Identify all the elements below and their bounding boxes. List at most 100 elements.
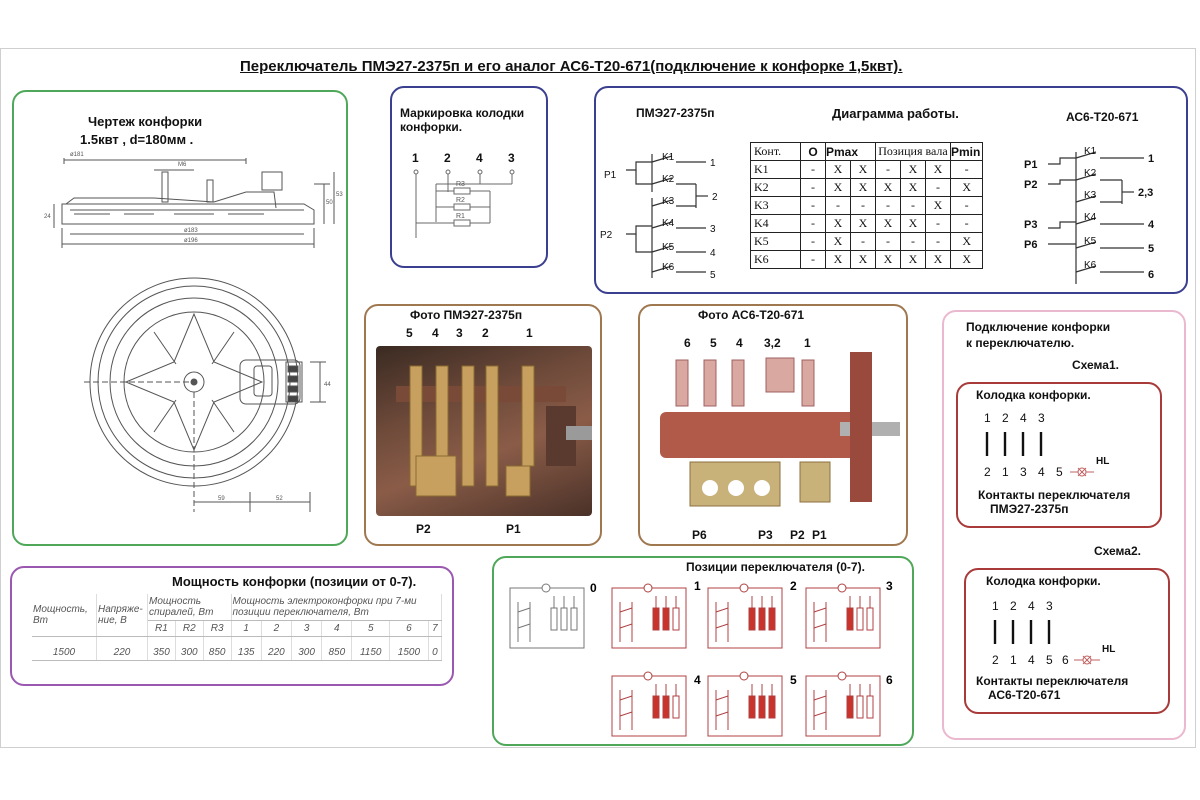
scheme1-top-terminal: 3 (1038, 411, 1045, 425)
table-row-contact: K3 (750, 196, 801, 215)
resist-col-head: Мощность спиралей, Вт (147, 594, 232, 621)
table-head-off: О (800, 142, 826, 161)
left-n-label: 2 (712, 192, 718, 203)
level-value: 850 (321, 636, 353, 661)
photo-ac6-bottom-label: P3 (758, 528, 773, 542)
power-heading: Мощность конфорки (позиции от 0-7). (172, 574, 417, 589)
table-cell: - (900, 232, 926, 251)
scheme2-bottom-contact: 6 (1062, 653, 1069, 667)
level-value: 220 (261, 636, 292, 661)
scheme2-top-terminal: 2 (1010, 599, 1017, 613)
position-diagram-6 (805, 671, 881, 737)
table-cell: - (925, 214, 951, 233)
position-label: 3 (886, 579, 893, 593)
table-row-contact: K4 (750, 214, 801, 233)
scheme2-bottom-contact: 1 (1010, 653, 1017, 667)
work-diagram-heading: Диаграмма работы. (832, 106, 959, 121)
table-cell: - (800, 160, 826, 179)
photo-ac6-top-number: 5 (710, 336, 717, 350)
photo-pme-top-number: 5 (406, 326, 413, 340)
table-cell: X (825, 250, 851, 269)
level-head: 6 (389, 620, 429, 637)
table-cell: X (900, 178, 926, 197)
resist-head: R1 (147, 620, 176, 637)
dim-d181: ø181 (70, 152, 84, 158)
position-diagram-2 (707, 583, 783, 649)
table-cell: - (825, 196, 851, 215)
hotplate-drawing-panel: Чертеж конфорки 1.5квт , d=180мм . (12, 90, 348, 546)
connection-panel: Подключение конфорки к переключателю. Сх… (942, 310, 1186, 740)
scheme1-bottom-contact: 1 (1002, 465, 1009, 479)
level-head: 5 (351, 620, 391, 637)
left-n-label: 5 (710, 270, 716, 281)
right-n-label: 4 (1148, 219, 1155, 231)
marking-terminal: 2 (444, 151, 451, 165)
level-head: 2 (261, 620, 292, 637)
right-switch-label: АС6-Т20-671 (1066, 110, 1139, 124)
scheme1-bottom-contact: 4 (1038, 465, 1045, 479)
photo-ac6-top-number: 1 (804, 336, 811, 350)
marking-terminal: 3 (508, 151, 515, 165)
table-cell: X (850, 214, 876, 233)
position-label: 6 (886, 673, 893, 687)
marking-resistor: R2 (456, 197, 465, 204)
right-k-label: K6 (1084, 260, 1097, 271)
table-cell: - (875, 196, 901, 215)
level-value: 300 (291, 636, 323, 661)
right-n-label: 6 (1148, 269, 1154, 281)
hotplate-heading-line1: Чертеж конфорки (88, 114, 203, 129)
levels-col-head: Мощность электроконфорки при 7-ми позици… (231, 594, 443, 621)
table-cell: - (800, 250, 826, 269)
resist-value: 300 (175, 636, 204, 661)
left-k-label: K6 (662, 262, 675, 273)
table-cell: X (850, 178, 876, 197)
table-cell: X (850, 250, 876, 269)
table-row-contact: K1 (750, 160, 801, 179)
photo-ac6-top-number: 4 (736, 336, 743, 350)
table-cell: X (949, 250, 984, 269)
table-cell: X (925, 196, 951, 215)
position-label: 4 (694, 673, 701, 687)
photo-pme-bottom-label: P1 (506, 522, 521, 536)
table-cell: - (800, 232, 826, 251)
table-cell: - (800, 196, 826, 215)
scheme2-hl-label: HL (1102, 644, 1115, 655)
scheme2-contacts-line1: Контакты переключателя (976, 674, 1129, 688)
scheme1-top-terminal: 1 (984, 411, 991, 425)
positions-heading: Позиции переключателя (0-7). (686, 560, 865, 574)
table-cell: - (850, 196, 876, 215)
photo-pme-top-number: 2 (482, 326, 489, 340)
scheme1-bottom-contact: 5 (1056, 465, 1063, 479)
table-cell: - (850, 232, 876, 251)
power-col-head: Мощность, Вт (32, 594, 97, 637)
resist-value: 850 (203, 636, 232, 661)
dim-59: 59 (218, 496, 225, 502)
photo-ac6-bottom-label: P6 (692, 528, 707, 542)
scheme2-top-terminal: 1 (992, 599, 999, 613)
marking-heading-line2: конфорки. (400, 120, 463, 134)
left-n-label: 3 (710, 224, 716, 235)
marking-terminal: 4 (476, 151, 483, 165)
table-cell: X (949, 232, 984, 251)
scheme2-contacts-line2: АС6-Т20-671 (988, 688, 1061, 702)
right-k-label: K5 (1084, 236, 1097, 247)
scheme1-contacts-line2: ПМЭ27-2375п (990, 502, 1069, 516)
table-cell: - (900, 196, 926, 215)
table-cell: - (800, 178, 826, 197)
marking-resistor: R1 (456, 213, 465, 220)
scheme1-hl-label: HL (1096, 456, 1109, 467)
left-n-label: 4 (710, 248, 716, 259)
scheme1-bottom-contact: 2 (984, 465, 991, 479)
right-n-label: 2,3 (1138, 187, 1153, 199)
scheme1-contacts-line1: Контакты переключателя (978, 488, 1131, 502)
table-cell: X (825, 178, 851, 197)
table-cell: - (925, 178, 951, 197)
connection-heading-line2: к переключателю. (966, 336, 1075, 350)
photo-ac6-heading: Фото АС6-Т20-671 (698, 308, 805, 322)
position-diagram-1 (611, 583, 687, 649)
table-head-shaft-position: Позиция вала (875, 142, 951, 161)
table-cell: X (925, 250, 951, 269)
photo-ac6-top-number: 6 (684, 336, 691, 350)
